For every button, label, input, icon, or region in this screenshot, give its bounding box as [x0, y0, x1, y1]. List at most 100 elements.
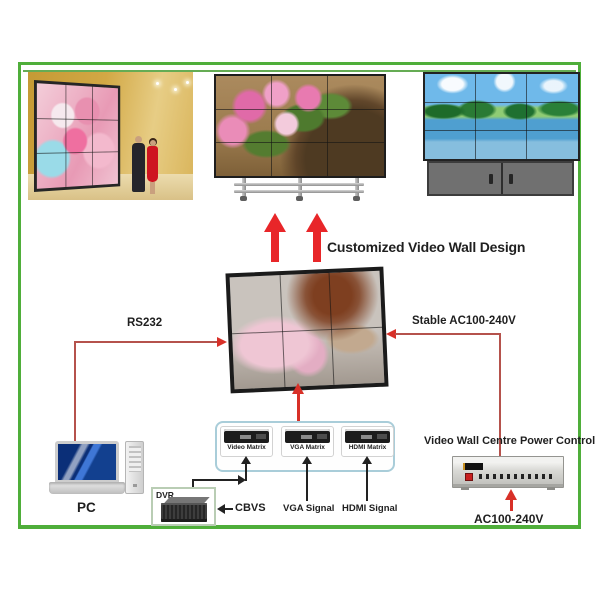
grid-line: [92, 86, 93, 186]
cabinet-video-wall-photo: [423, 72, 580, 161]
cbvs-line: [224, 508, 233, 510]
signal-line: [245, 464, 247, 481]
rs232-line: [74, 341, 218, 343]
power-red-button: [465, 473, 473, 481]
grid-line: [271, 76, 273, 176]
matrix-device-icon: [224, 429, 269, 443]
grid-line: [525, 74, 527, 159]
rs232-line-tail: [74, 436, 76, 443]
ac-input-label: AC100-240V: [474, 512, 544, 526]
dvr-link-arrow-icon: [238, 475, 246, 485]
stand-rail: [234, 190, 364, 193]
up-arrow-icon: [306, 213, 328, 262]
rs232-line: [74, 341, 76, 442]
matrix-label: HDMI Matrix: [348, 444, 387, 451]
laptop-base-icon: [49, 482, 125, 494]
arrow-stem: [296, 393, 300, 422]
power-socket-row: [479, 474, 555, 479]
stand-post: [242, 178, 246, 196]
hdmi-matrix-device: HDMI Matrix: [341, 426, 394, 457]
matrix-to-wall-arrow-icon: [291, 383, 305, 422]
rs232-arrow-icon: [217, 336, 227, 347]
matrix-label: VGA Matrix: [290, 444, 325, 451]
green-inner-line: [23, 70, 576, 72]
stand-rail: [234, 183, 364, 186]
dvr-label: DVR: [156, 490, 174, 500]
stable-ac-line: [395, 333, 501, 335]
arrow-stem: [313, 231, 321, 262]
vga-matrix-device: VGA Matrix: [281, 426, 334, 457]
ceiling-light: [174, 88, 177, 91]
floor-stand-video-wall-photo: [214, 74, 386, 178]
tower-drive-slots: [129, 446, 141, 472]
dvr-box: DVR: [151, 487, 216, 526]
arrow-head: [306, 213, 328, 232]
unit-foot: [547, 487, 555, 490]
grid-line: [36, 118, 118, 121]
cbvs-label: CBVS: [235, 502, 266, 514]
person-woman: [147, 140, 159, 195]
grid-line: [475, 74, 477, 159]
rs232-label: RS232: [127, 317, 163, 329]
stand-foot: [353, 196, 360, 201]
hdmi-signal-label: HDMI Signal: [342, 503, 398, 514]
ceiling-light: [186, 81, 189, 84]
matrix-device-icon: [285, 429, 330, 443]
caption-title: Customized Video Wall Design: [327, 239, 526, 255]
arrow-head: [291, 383, 304, 394]
signal-line: [366, 464, 368, 501]
arrow-head: [505, 489, 517, 500]
dvr-device-icon: [161, 503, 207, 522]
unit-foot: [461, 487, 469, 490]
person-body: [147, 146, 158, 182]
pc-tower-icon: [125, 441, 144, 494]
tower-power-button: [133, 484, 137, 487]
up-arrow-icon: [264, 213, 286, 262]
signal-arrow-icon: [302, 456, 312, 464]
arrow-stem: [271, 231, 279, 262]
signal-arrow-icon: [241, 456, 251, 464]
dvr-link-line: [192, 479, 194, 488]
laptop-screen-icon: [55, 441, 119, 483]
ac-input-arrow-icon: [505, 489, 518, 511]
video-matrix-device: Video Matrix: [220, 426, 273, 457]
matrix-label: Video Matrix: [227, 444, 266, 451]
stable-ac-label: Stable AC100-240V: [412, 315, 516, 327]
stand-post: [298, 178, 302, 196]
signal-line: [306, 464, 308, 501]
dvr-link-line: [192, 479, 238, 481]
grid-line: [216, 109, 384, 110]
grid-line: [216, 142, 384, 143]
arrow-stem: [510, 499, 513, 511]
mall-video-wall-photo: [28, 72, 193, 200]
cabinet-divider: [500, 163, 503, 194]
grid-line: [425, 130, 578, 132]
stand-post: [355, 178, 359, 196]
person-head: [135, 136, 142, 143]
person-head: [150, 140, 156, 146]
stand-foot: [240, 196, 247, 201]
person-legs: [150, 182, 155, 194]
vga-signal-label: VGA Signal: [283, 503, 335, 514]
stable-ac-line: [499, 333, 501, 456]
ceiling-light: [156, 82, 159, 85]
cabinet-handle: [509, 174, 513, 184]
grid-line: [65, 84, 67, 188]
person-man: [132, 136, 146, 194]
person-body: [132, 143, 145, 192]
main-video-wall: [225, 266, 389, 394]
arrow-head: [264, 213, 286, 232]
stable-ac-arrow-icon: [386, 328, 396, 339]
matrix-device-icon: [345, 429, 390, 443]
signal-arrow-icon: [362, 456, 372, 464]
grid-line: [36, 151, 118, 154]
grid-line: [232, 326, 382, 335]
grid-line: [326, 76, 328, 176]
power-display: [463, 463, 483, 470]
mall-wall-screen: [34, 80, 121, 192]
wall-cabinet: [427, 161, 574, 196]
power-controller-icon: [452, 456, 564, 490]
power-controller-title: Video Wall Centre Power Control: [424, 435, 596, 447]
grid-line: [425, 102, 578, 104]
